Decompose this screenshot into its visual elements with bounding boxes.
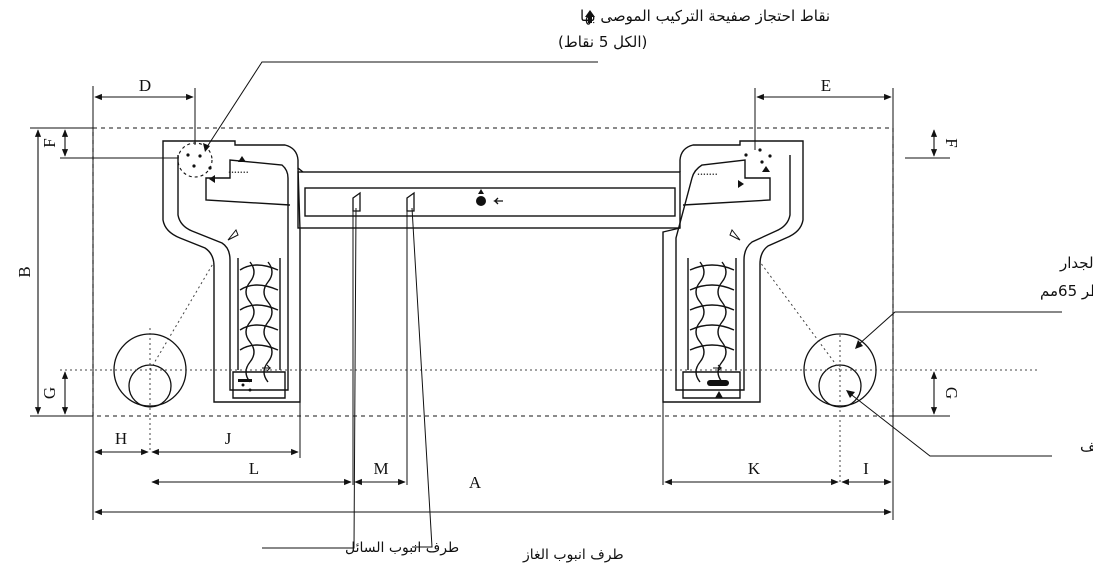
dim-label-j: J <box>225 429 232 448</box>
points-total-label: (الكل 5 نقاط) <box>558 33 647 51</box>
liquid-pipe-label: طرف انبوب السائل <box>345 540 459 556</box>
center-bar-symbol <box>476 189 503 206</box>
dim-label-f-left: F <box>40 138 59 147</box>
dimension-arrows <box>34 93 938 516</box>
drain-hose-label: مكان خرطوم التصريف <box>1080 437 1093 455</box>
dim-label-e: E <box>821 76 831 95</box>
dim-label-a: A <box>469 473 482 492</box>
right-plate-label: ••••••• <box>697 172 718 178</box>
left-plate <box>162 140 304 403</box>
hole-guides <box>60 261 1040 485</box>
extension-lines <box>30 86 950 520</box>
dim-label-f-right: F <box>942 138 961 147</box>
left-plate-marks <box>186 153 272 392</box>
wall-hole-diameter-label: قطر 65مم <box>1040 282 1093 300</box>
dim-label-d: D <box>139 76 151 95</box>
dim-label-k: K <box>748 459 761 478</box>
center-bar <box>297 171 681 229</box>
dim-label-g-right: G <box>942 387 961 399</box>
dim-label-m: M <box>373 459 388 478</box>
leader-lines <box>204 61 1062 549</box>
leader-arrowheads <box>203 143 863 398</box>
pipe-end-markers <box>352 191 415 212</box>
up-arrow-icon <box>585 10 595 23</box>
dim-label-l: L <box>249 459 259 478</box>
recommended-points-label: نقاط احتجاز صفيحة التركيب الموصى بها <box>580 7 830 25</box>
gas-pipe-label: طرف انبوب الغاز <box>522 547 624 563</box>
dim-label-h: H <box>115 429 127 448</box>
dim-label-b: B <box>15 266 34 277</box>
dim-label-i: I <box>863 459 869 478</box>
wall-hole-label: من خلال ثقب الجدار <box>1059 254 1093 272</box>
left-plate-label: ••••••• <box>228 170 249 176</box>
dim-label-g-left: G <box>40 387 59 399</box>
right-plate-marks <box>707 148 772 398</box>
unit-outline <box>92 127 894 417</box>
right-plate <box>662 140 804 403</box>
